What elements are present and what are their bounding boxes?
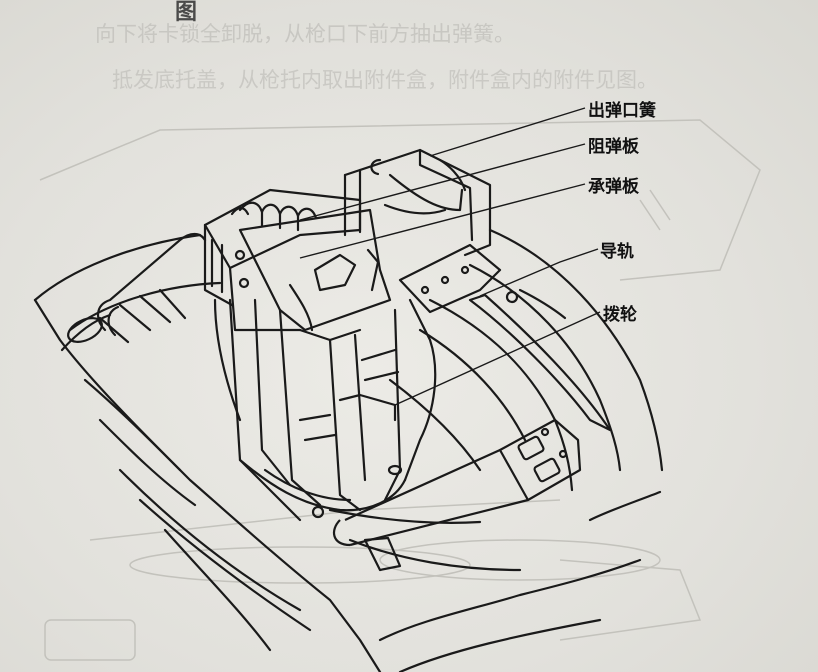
bleed-through-heading: 图 — [175, 0, 198, 25]
label-stopper-plate: 阻弹板 — [588, 137, 639, 157]
bleed-through-text-line: 向下将卡锁全卸脱，从枪口下前方抽出弹簧。 — [95, 22, 515, 46]
hinge-plate — [332, 418, 582, 572]
bleed-through-text-line: 抵发底托盖，从枪托内取出附件盒，附件盒内的附件见图。 — [112, 68, 658, 92]
leader-lines — [299, 107, 601, 406]
bleed-through-shapes — [39, 119, 761, 661]
label-guide-rail: 导轨 — [600, 242, 634, 262]
label-follower-plate: 承弹板 — [588, 177, 639, 197]
drum-body — [33, 228, 664, 672]
label-magazine-lip-spring: 出弹口簧 — [588, 101, 656, 121]
label-feed-wheel: 拨轮 — [603, 305, 637, 325]
